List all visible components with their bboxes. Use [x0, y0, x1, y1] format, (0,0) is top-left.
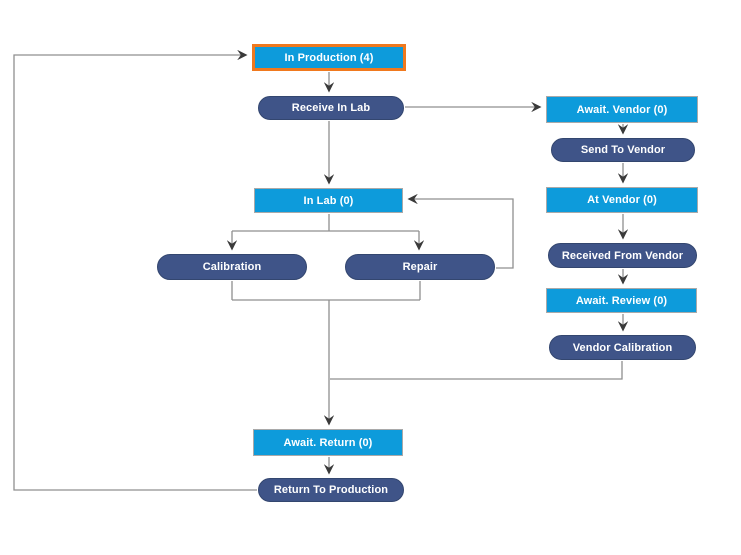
node-calibration[interactable]: Calibration: [157, 254, 307, 280]
node-return-to-production[interactable]: Return To Production: [258, 478, 404, 502]
node-send-to-vendor[interactable]: Send To Vendor: [551, 138, 695, 162]
node-repair[interactable]: Repair: [345, 254, 495, 280]
node-at-vendor[interactable]: At Vendor (0): [546, 187, 698, 213]
node-await-return[interactable]: Await. Return (0): [253, 429, 403, 456]
node-in-lab[interactable]: In Lab (0): [254, 188, 403, 213]
node-await-vendor[interactable]: Await. Vendor (0): [546, 96, 698, 123]
node-receive-in-lab[interactable]: Receive In Lab: [258, 96, 404, 120]
node-vendor-calibration[interactable]: Vendor Calibration: [549, 335, 696, 360]
connector-vendor-calibration-to-await-return: [330, 361, 623, 380]
node-await-review[interactable]: Await. Review (0): [546, 288, 697, 313]
node-received-from-vendor[interactable]: Received From Vendor: [548, 243, 697, 268]
node-in-production[interactable]: In Production (4): [252, 44, 406, 71]
